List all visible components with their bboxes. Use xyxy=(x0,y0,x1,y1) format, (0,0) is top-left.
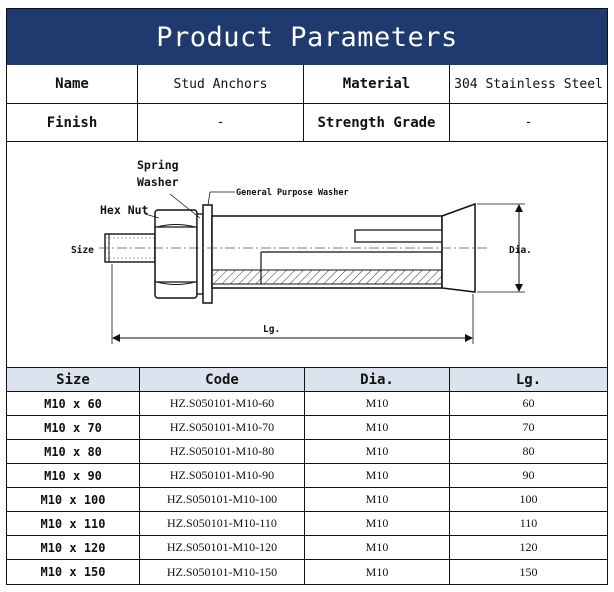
table-cell-dia: M10 xyxy=(305,536,450,560)
table-cell-size: M10 x 100 xyxy=(7,488,140,512)
size-label: Size xyxy=(71,245,94,256)
spring-washer-shape xyxy=(196,213,204,295)
spring-washer-label-2: Washer xyxy=(137,175,179,189)
table-cell-size: M10 x 120 xyxy=(7,536,140,560)
table-header-code: Code xyxy=(140,368,305,392)
lg-label: Lg. xyxy=(263,324,280,335)
table-cell-size: M10 x 60 xyxy=(7,392,140,416)
table-cell-lg: 100 xyxy=(450,488,607,512)
hex-nut-label: Hex Nut xyxy=(100,203,149,217)
name-label: Name xyxy=(7,65,138,104)
table-cell-size: M10 x 150 xyxy=(7,560,140,584)
table-cell-code: HZ.S050101-M10-70 xyxy=(140,416,305,440)
table-cell-dia: M10 xyxy=(305,560,450,584)
lg-dimension xyxy=(111,264,474,344)
table-cell-dia: M10 xyxy=(305,464,450,488)
table-cell-lg: 110 xyxy=(450,512,607,536)
table-cell-code: HZ.S050101-M10-80 xyxy=(140,440,305,464)
table-cell-size: M10 x 80 xyxy=(7,440,140,464)
finish-label: Finish xyxy=(7,104,138,142)
anchor-sleeve xyxy=(211,215,443,289)
hex-nut xyxy=(154,209,198,299)
table-cell-code: HZ.S050101-M10-90 xyxy=(140,464,305,488)
table-cell-size: M10 x 90 xyxy=(7,464,140,488)
table-cell-dia: M10 xyxy=(305,512,450,536)
table-header: Size Code Dia. Lg. xyxy=(7,368,607,392)
table-cell-size: M10 x 110 xyxy=(7,512,140,536)
table-header-lg: Lg. xyxy=(450,368,607,392)
info-row-finish: Finish - Strength Grade - xyxy=(7,104,607,142)
table-cell-lg: 90 xyxy=(450,464,607,488)
table-cell-code: HZ.S050101-M10-110 xyxy=(140,512,305,536)
table-cell-code: HZ.S050101-M10-100 xyxy=(140,488,305,512)
table-cell-dia: M10 xyxy=(305,440,450,464)
table-cell-lg: 80 xyxy=(450,440,607,464)
finish-value: - xyxy=(138,104,304,142)
hex-nut-leader xyxy=(144,213,160,219)
dia-dimension xyxy=(477,203,525,293)
general-washer-label: General Purpose Washer xyxy=(236,188,349,198)
table-cell-size: M10 x 70 xyxy=(7,416,140,440)
table-cell-dia: M10 xyxy=(305,416,450,440)
page-title: Product Parameters xyxy=(7,9,607,65)
table-cell-lg: 120 xyxy=(450,536,607,560)
table-cell-dia: M10 xyxy=(305,392,450,416)
material-label: Material xyxy=(304,65,450,104)
table-header-dia: Dia. xyxy=(305,368,450,392)
general-washer-shape xyxy=(202,204,213,304)
table-cell-code: HZ.S050101-M10-60 xyxy=(140,392,305,416)
table-cell-dia: M10 xyxy=(305,488,450,512)
material-value: 304 Stainless Steel xyxy=(450,65,607,104)
spring-washer-leader xyxy=(169,193,201,219)
table-header-size: Size xyxy=(7,368,140,392)
cone-expander xyxy=(441,202,476,293)
strength-grade-label: Strength Grade xyxy=(304,104,450,142)
name-value: Stud Anchors xyxy=(138,65,304,104)
spring-washer-label: Spring xyxy=(137,158,179,172)
info-row-name: Name Stud Anchors Material 304 Stainless… xyxy=(7,65,607,104)
table-cell-code: HZ.S050101-M10-150 xyxy=(140,560,305,584)
table-cell-lg: 150 xyxy=(519,564,538,579)
strength-grade-value: - xyxy=(450,104,607,142)
anchor-diagram: Spring Washer General Purpose Washer Hex… xyxy=(7,142,607,368)
anchor-drawing: Spring Washer General Purpose Washer Hex… xyxy=(71,158,532,344)
table-cell-code: HZ.S050101-M10-120 xyxy=(140,536,305,560)
table-cell-lg: 70 xyxy=(450,416,607,440)
product-parameters-sheet: Product Parameters Name Stud Anchors Mat… xyxy=(6,8,608,585)
dia-label: Dia. xyxy=(509,245,532,256)
table-cell-lg: 60 xyxy=(450,392,607,416)
